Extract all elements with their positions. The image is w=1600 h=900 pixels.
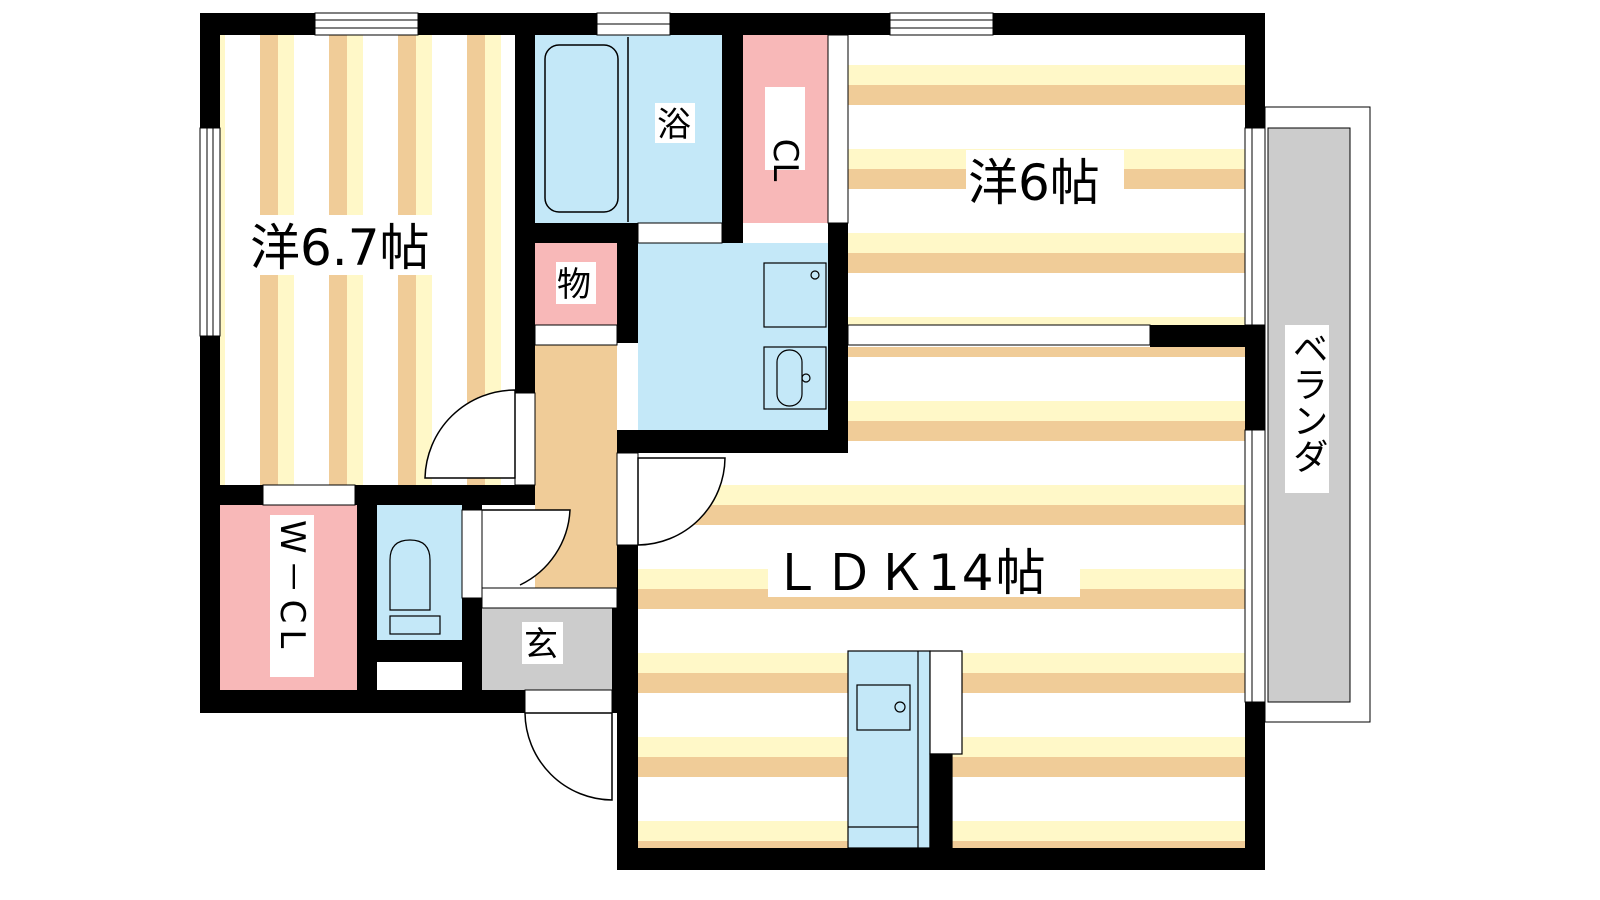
windows (199, 12, 1266, 714)
label-walk-in-closet: W－CL (272, 520, 312, 654)
room-ldk-upper-fill (848, 347, 1245, 447)
label-western-left: 洋6.7帖 (250, 219, 430, 277)
label-ldk: ＬＤＫ14帖 (772, 544, 1048, 602)
veranda (1264, 106, 1371, 723)
kitchen-counter (847, 650, 963, 849)
bathtub (544, 37, 629, 222)
door-swings (424, 389, 726, 801)
label-bath: 浴 (657, 105, 691, 145)
label-storage: 物 (557, 265, 591, 305)
label-closet: CL (765, 139, 805, 182)
washbasin (763, 262, 827, 410)
label-entrance: 玄 (524, 625, 558, 665)
toilet (377, 505, 462, 640)
label-veranda: ベランダ (1287, 330, 1328, 474)
washroom (638, 243, 828, 430)
toilet-fixture (389, 539, 441, 635)
label-western-right: 洋6帖 (968, 154, 1100, 212)
